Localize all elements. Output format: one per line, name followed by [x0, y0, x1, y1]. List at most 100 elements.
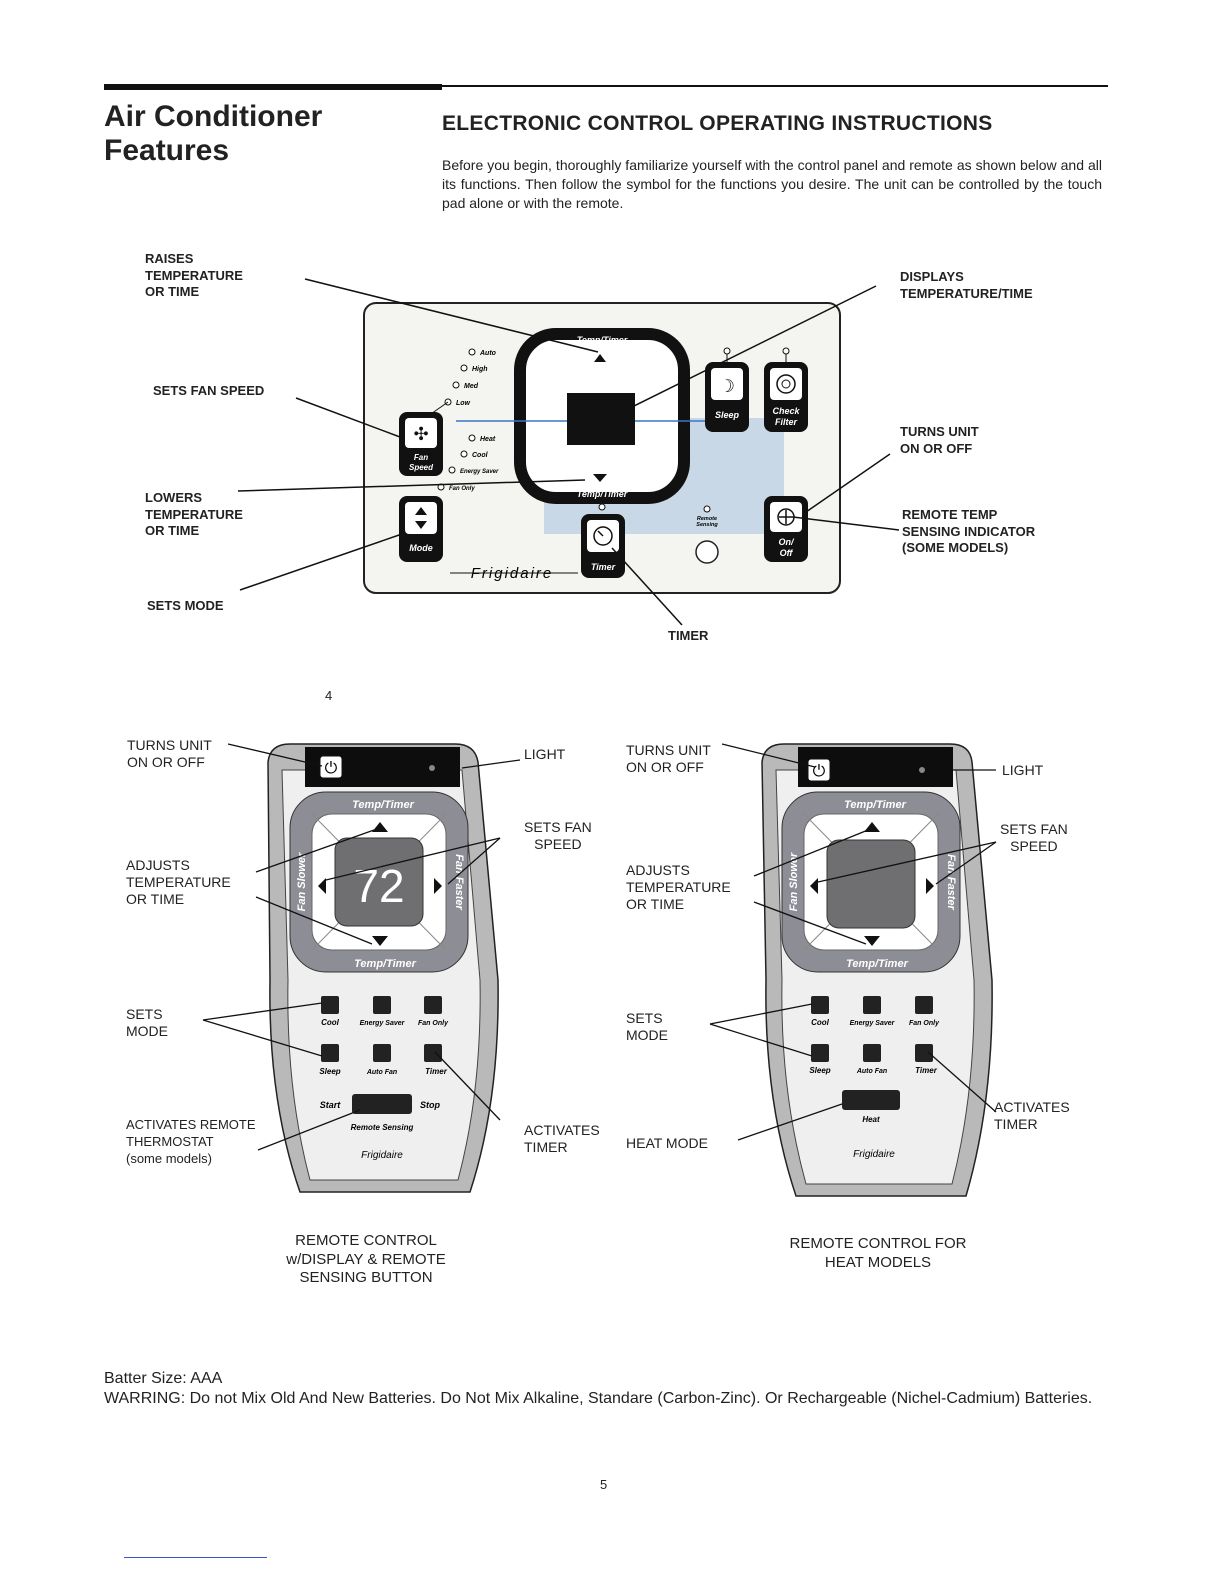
svg-text:Temp/Timer: Temp/Timer — [846, 958, 908, 970]
label-sets-fan-speed: SETS FAN SPEED — [153, 383, 265, 398]
filter-icon — [776, 374, 796, 394]
svg-text:Temp/Timer: Temp/Timer — [352, 799, 414, 811]
remote1-display-value: 72 — [353, 860, 404, 912]
svg-text:Remote Sensing: Remote Sensing — [351, 1123, 414, 1132]
fan-icon: ✣ — [413, 424, 428, 444]
mode-cool: Cool — [472, 452, 489, 459]
svg-text:Fan Faster: Fan Faster — [453, 854, 465, 910]
remote1-right-arrow[interactable] — [434, 878, 442, 894]
remote1-power-button[interactable] — [319, 755, 343, 779]
r2-label-turns-on: TURNS UNIT ON OR OFF — [626, 742, 711, 775]
power-icon: ⏻ — [325, 760, 338, 777]
remote1-light-indicator — [429, 765, 435, 771]
check-filter-button[interactable]: Check Filter — [764, 347, 808, 432]
svg-text:Speed: Speed — [409, 463, 434, 472]
mode-led-column: Heat Cool Energy Saver Fan Only — [437, 434, 499, 492]
svg-text:Mode: Mode — [409, 543, 433, 553]
svg-text:Sleep: Sleep — [319, 1067, 340, 1076]
display-label-top: Temp/Timer — [577, 335, 628, 345]
section-title: Air Conditioner Features — [104, 100, 323, 167]
fan-speed-button[interactable]: ✣ Fan Speed — [399, 412, 443, 476]
r1-label-turns-on: TURNS UNIT ON OR OFF — [127, 737, 212, 770]
remote2-buttons[interactable]: Cool Energy Saver Fan Only Sleep Auto Fa… — [809, 996, 940, 1075]
remote2-heat-button[interactable] — [842, 1090, 900, 1110]
remote1-down-arrow[interactable] — [372, 936, 388, 946]
intro-paragraph: Before you begin, thoroughly familiarize… — [442, 157, 1102, 211]
svg-text:Start: Start — [320, 1100, 342, 1110]
svg-text:Fan Slower: Fan Slower — [296, 852, 308, 911]
r2-label-heat-mode: HEAT MODE — [626, 1135, 708, 1151]
main-heading: ELECTRONIC CONTROL OPERATING INSTRUCTION… — [442, 112, 993, 135]
remote2-power-button[interactable] — [807, 758, 831, 782]
page-number-top: 4 — [325, 688, 333, 703]
label-raises-temperature: RAISES TEMPERATURE OR TIME — [145, 251, 243, 299]
remote1-buttons[interactable]: Cool Energy Saver Fan Only Sleep Auto Fa… — [319, 996, 449, 1076]
svg-text:Fan: Fan — [414, 453, 428, 462]
header-rule-thin — [442, 85, 1108, 87]
svg-text:Fan Slower: Fan Slower — [788, 852, 800, 911]
remotes-diagram: ⏻ 72 Temp/Timer Temp/Timer Fan Slower Fa… — [0, 700, 1224, 1320]
remote1-up-arrow[interactable] — [372, 822, 388, 832]
svg-text:Stop: Stop — [420, 1100, 440, 1110]
svg-text:Fan Faster: Fan Faster — [945, 854, 957, 910]
r1-caption: REMOTE CONTROL w/DISPLAY & REMOTE SENSIN… — [286, 1232, 446, 1286]
battery-warning: WARRING: Do not Mix Old And New Batterie… — [104, 1390, 1093, 1407]
svg-text:Sleep: Sleep — [715, 410, 740, 420]
battery-size: Batter Size: AAA — [104, 1370, 223, 1387]
panel-leader-lines — [237, 278, 900, 626]
svg-text:Fan Only: Fan Only — [909, 1020, 940, 1027]
label-remote-temp-sensing: REMOTE TEMP SENSING INDICATOR (SOME MODE… — [902, 507, 1036, 555]
remote2-right-arrow[interactable] — [926, 878, 934, 894]
fan-level-high: High — [472, 366, 488, 373]
svg-text:Timer: Timer — [591, 562, 616, 572]
fan-level-low: Low — [456, 400, 471, 407]
svg-text:Timer: Timer — [425, 1067, 448, 1076]
footnote-link-line — [124, 1557, 267, 1558]
svg-text:Off: Off — [780, 548, 794, 558]
svg-text:Energy Saver: Energy Saver — [360, 1020, 406, 1027]
svg-text:Auto Fan: Auto Fan — [366, 1069, 397, 1076]
r2-label-sets-mode: SETS MODE — [626, 1010, 668, 1043]
remote-1: ⏻ 72 Temp/Timer Temp/Timer Fan Slower Fa… — [267, 743, 499, 1193]
up-arrow[interactable] — [594, 354, 606, 362]
label-sets-mode: SETS MODE — [147, 598, 224, 613]
remote1-left-arrow[interactable] — [318, 878, 326, 894]
timer-button[interactable]: Timer — [581, 503, 625, 578]
mode-energy-saver: Energy Saver — [460, 469, 499, 475]
header-rule-thick — [104, 84, 442, 90]
r2-label-sets-fan: SETS FAN SPEED — [1000, 821, 1068, 854]
remote2-down-arrow[interactable] — [864, 936, 880, 946]
label-displays-temperature: DISPLAYS TEMPERATURE/TIME — [900, 269, 1033, 301]
on-off-button[interactable]: On/ Off — [764, 496, 808, 562]
svg-text:Remote: Remote — [697, 516, 717, 522]
down-arrow[interactable] — [593, 474, 607, 482]
clock-icon — [593, 526, 613, 546]
sleep-button[interactable]: ☽ Sleep — [705, 347, 749, 432]
svg-text:Energy Saver: Energy Saver — [850, 1020, 896, 1027]
display-label-bottom: Temp/Timer — [577, 489, 628, 499]
remote1-remote-sensing-button[interactable] — [352, 1094, 412, 1114]
remote2-up-arrow[interactable] — [864, 822, 880, 832]
remote2-left-arrow[interactable] — [810, 878, 818, 894]
mode-fan-only: Fan Only — [449, 486, 475, 492]
remote1-brand-logo: Frigidaire — [361, 1150, 403, 1161]
mode-button[interactable]: Mode — [399, 496, 443, 562]
svg-text:Check: Check — [772, 406, 800, 416]
power-icon: ⏻ — [813, 763, 826, 780]
r2-caption: REMOTE CONTROL FOR HEAT MODELS — [789, 1235, 967, 1271]
label-timer: TIMER — [668, 628, 709, 643]
mode-heat: Heat — [480, 436, 496, 443]
svg-text:Auto Fan: Auto Fan — [856, 1068, 887, 1075]
remote2-brand-logo: Frigidaire — [853, 1149, 895, 1160]
r1-label-sets-mode: SETS MODE — [126, 1006, 168, 1039]
control-panel-diagram: Temp/Timer Temp/Timer Auto High Med Low … — [0, 0, 1224, 700]
mode-down-icon — [415, 521, 427, 529]
r2-label-activates-timer: ACTIVATES TIMER — [994, 1099, 1070, 1132]
r1-label-light: LIGHT — [524, 746, 566, 762]
control-panel-svg: Temp/Timer Temp/Timer Auto High Med Low … — [237, 278, 900, 626]
label-turns-unit-on-off: TURNS UNIT ON OR OFF — [900, 424, 979, 456]
remote2-light-indicator — [919, 767, 925, 773]
svg-text:Fan Only: Fan Only — [418, 1020, 449, 1027]
remotes-svg: ⏻ 72 Temp/Timer Temp/Timer Fan Slower Fa… — [202, 743, 997, 1197]
mode-up-icon — [415, 507, 427, 515]
